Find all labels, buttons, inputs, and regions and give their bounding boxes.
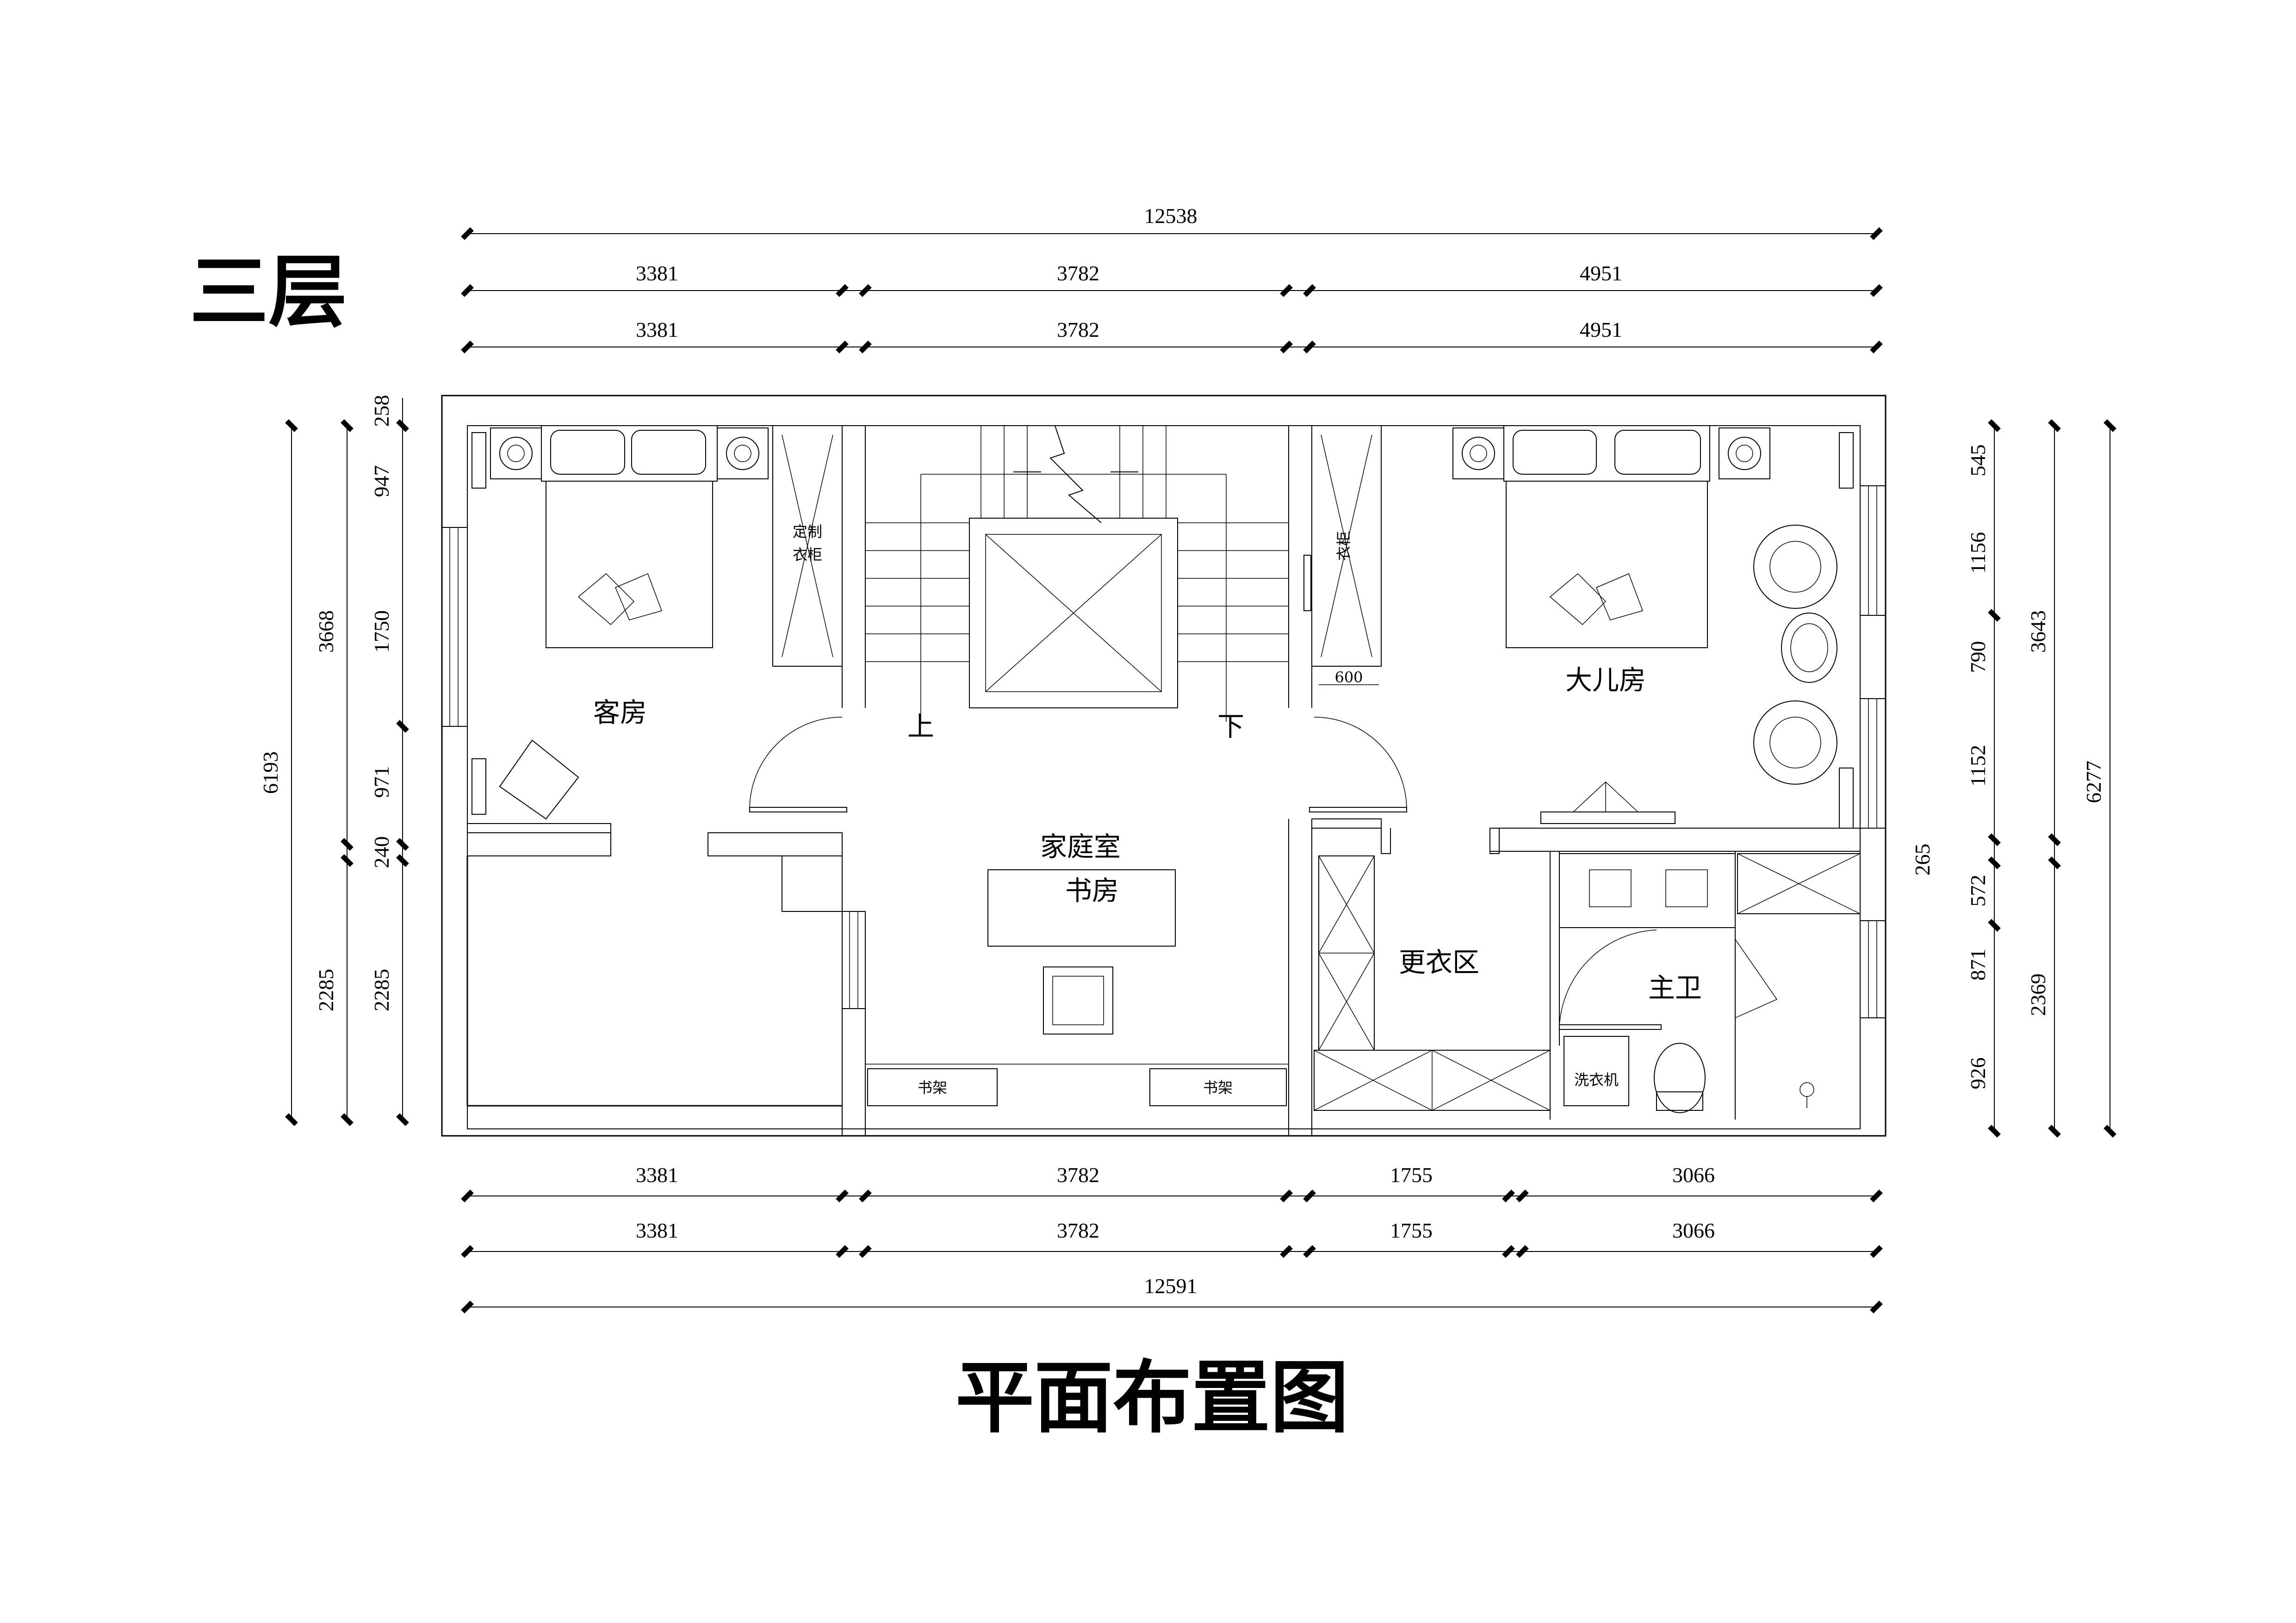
top-dimension-chains: 12538 3381 3782 4951 3381 3782 4951 (461, 204, 1883, 353)
room-eldest-son: 大儿房 (1565, 664, 1646, 696)
dim-right-inner-7: 926 (1966, 1058, 1990, 1090)
dim-right-inner-1: 1156 (1966, 532, 1990, 574)
wardrobe-label-2: 衣柜 (793, 546, 822, 564)
dim-left-inner-4: 240 (370, 836, 393, 868)
dim-right-inner-0: 545 (1966, 445, 1990, 477)
drawing-title: 平面布置图 (956, 1352, 1349, 1444)
son-room-furniture (1303, 425, 1854, 829)
dim-left-inner-0: 258 (370, 395, 393, 427)
dim-left-inner-2: 1750 (370, 610, 393, 653)
bath-fixtures (1559, 853, 1861, 1113)
dim-right-inner-3: 1152 (1966, 745, 1990, 787)
floor-title: 三层 (190, 247, 347, 338)
dim-right-mid-1: 2369 (2026, 973, 2050, 1016)
right-dimension-chains: 545 1156 790 1152 265 572 871 926 3643 2… (1911, 419, 2116, 1138)
dim-top-total: 12538 (1144, 204, 1198, 228)
dim-right-inner-2: 790 (1966, 641, 1990, 673)
dim-bottom-total: 12591 (1144, 1274, 1198, 1298)
dressing-area-cabinets (1314, 855, 1551, 1111)
wardrobe-label-son: 衣柜 (1335, 531, 1353, 561)
staircase (865, 425, 1289, 722)
dim-top-r1-1: 3782 (1057, 261, 1099, 285)
left-dimension-chains: 6193 3668 2285 258 947 1750 971 240 2285 (259, 395, 409, 1126)
wardrobe-label-1: 定制 (793, 523, 822, 540)
dim-left-inner-3: 971 (370, 766, 393, 798)
dim-bottom-r2-3: 3066 (1672, 1219, 1715, 1242)
room-master-bath: 主卫 (1648, 972, 1702, 1004)
dim-bottom-r1-3: 3066 (1672, 1163, 1715, 1187)
dim-bottom-r2-1: 3782 (1057, 1219, 1099, 1242)
study-furniture (865, 869, 1289, 1106)
dim-right-mid-0: 3643 (2026, 610, 2050, 653)
dim-left-mid-0: 3668 (314, 610, 338, 653)
doors (749, 717, 1778, 1030)
dim-bottom-r1-2: 1755 (1390, 1163, 1433, 1187)
dim-right-inner-6: 871 (1966, 949, 1990, 981)
dim-bottom-r2-0: 3381 (636, 1219, 678, 1242)
dim-right-inner-4: 265 (1911, 844, 1934, 876)
dim-top-r1-2: 4951 (1580, 261, 1622, 285)
dim-right-inner-5: 572 (1966, 875, 1990, 907)
washing-machine-label: 洗衣机 (1574, 1071, 1619, 1089)
room-family: 家庭室 (1040, 831, 1121, 862)
stair-up-label: 上 (907, 711, 934, 742)
stair-down-label: 下 (1217, 711, 1244, 742)
dim-top-r2-1: 3782 (1057, 318, 1099, 341)
dim-top-r2-2: 4951 (1580, 318, 1622, 341)
wardrobe-depth-label: 600 (1334, 669, 1363, 686)
dim-bottom-r2-2: 1755 (1390, 1219, 1433, 1242)
dim-left-mid-1: 2285 (314, 969, 338, 1011)
bookshelf-left-label: 书架 (918, 1079, 947, 1096)
dim-left-inner-5: 2285 (370, 969, 393, 1011)
room-guest: 客房 (593, 697, 647, 728)
dim-bottom-r1-1: 3782 (1057, 1163, 1099, 1187)
room-dressing: 更衣区 (1399, 947, 1479, 978)
walls (441, 395, 1886, 1137)
bookshelf-right-label: 书架 (1203, 1079, 1233, 1096)
room-study: 书房 (1065, 875, 1119, 906)
dim-left-total: 6193 (259, 751, 282, 794)
dim-top-r2-0: 3381 (636, 318, 678, 341)
dim-left-inner-1: 947 (370, 465, 393, 497)
bottom-dimension-chains: 3381 3782 1755 3066 3381 3782 1755 3066 … (461, 1163, 1883, 1313)
dim-bottom-r1-0: 3381 (636, 1163, 678, 1187)
dim-top-r1-0: 3381 (636, 261, 678, 285)
guest-room-furniture (467, 425, 843, 833)
dim-right-total: 6277 (2082, 761, 2105, 803)
